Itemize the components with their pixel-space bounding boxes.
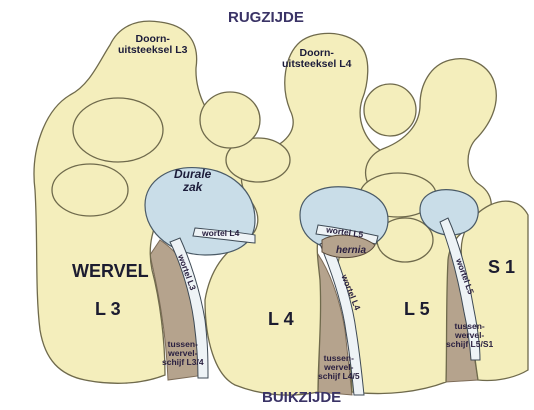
label-l3: L 3 <box>95 300 121 319</box>
label-vertebra: WERVEL <box>72 262 149 281</box>
label-disc-l5s1: tussen- wervel- schijf L5/S1 <box>446 322 493 349</box>
label-spinous-l4: Doorn- uitsteeksel L4 <box>282 48 351 70</box>
label-l4: L 4 <box>268 310 294 329</box>
label-l5: L 5 <box>404 300 430 319</box>
label-bottom: BUIKZIJDE <box>262 390 341 406</box>
label-disc-l45: tussen- wervel- schijf L4/5 <box>318 354 360 381</box>
label-top: RUGZIJDE <box>228 10 304 26</box>
label-root-l4-a: wortel L4 <box>202 229 239 238</box>
label-disc-l34: tussen- wervel- schijf L3/4 <box>162 340 204 367</box>
vertebra-l3-transverse <box>73 98 163 162</box>
label-s1: S 1 <box>488 258 515 277</box>
vertebra-l3-facet <box>52 164 128 216</box>
label-dural-sac: Durale zak <box>174 168 211 193</box>
lamina-l3-l4 <box>200 92 260 148</box>
label-hernia: hernia <box>336 246 366 257</box>
label-spinous-l3: Doorn- uitsteeksel L3 <box>118 34 187 56</box>
lamina-l4-l5 <box>364 84 416 136</box>
